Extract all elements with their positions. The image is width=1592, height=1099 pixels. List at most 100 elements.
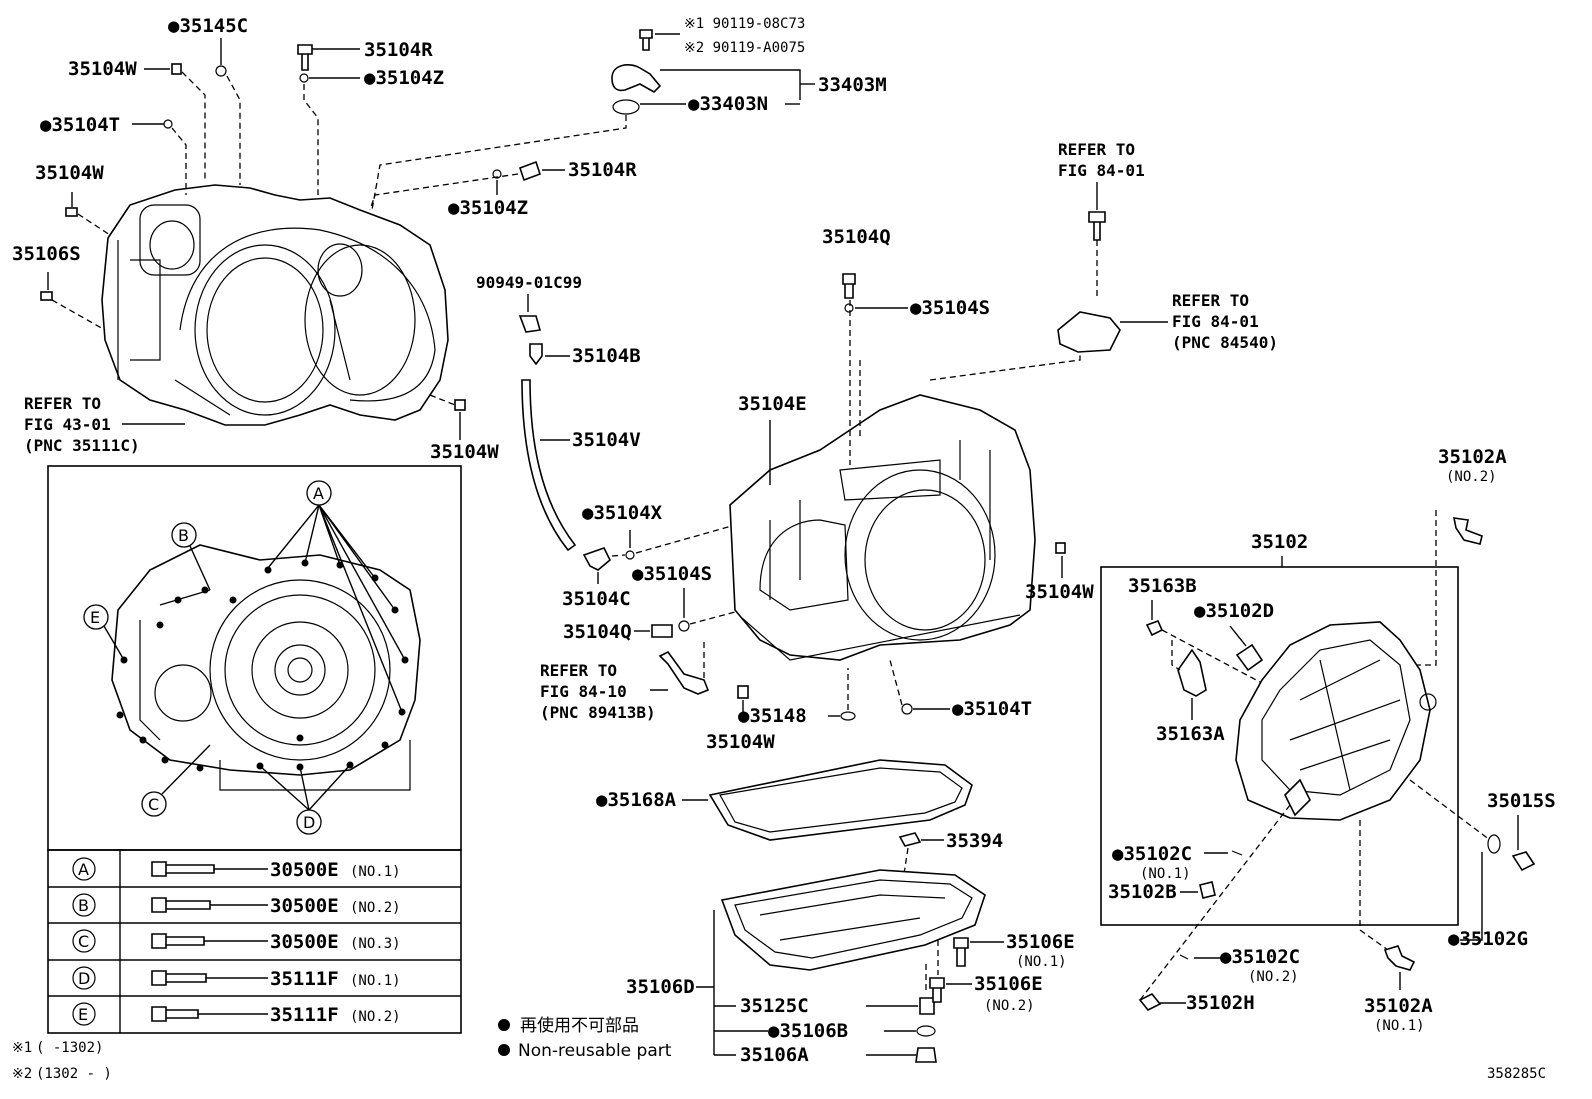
label-35106A: 35106A [740,1044,809,1066]
svg-text:※1: ※1 [12,1040,32,1056]
bolt-table-row-D: D 35111F (NO.1) [72,966,401,990]
label-35104T-b: ●35104T [952,698,1032,720]
ref-fig84-10-line3: (PNC 89413B) [540,703,656,722]
label-33403N: ●33403N [688,93,768,115]
label-35104T-a: ●35104T [40,114,120,136]
label-90119-08C73: ※1 90119-08C73 [684,16,805,32]
svg-text:C: C [148,795,159,814]
label-35106E-1: 35106E [1006,931,1075,953]
bolt-table-row-C: C 30500E (NO.3) [72,929,401,953]
ref-fig84-01b-line1: REFER TO [1172,291,1249,310]
svg-text:35111F: 35111F [270,968,339,990]
bolt-table-row-B: B 30500E (NO.2) [72,893,401,917]
ref-fig84-01b-line3: (PNC 84540) [1172,333,1278,352]
label-90949-01C99: 90949-01C99 [476,273,582,292]
svg-text:E: E [78,1005,88,1024]
label-35163B: 35163B [1128,575,1197,597]
svg-text:(1302 - ): (1302 - ) [36,1066,112,1082]
label-35102A-bot-note: (NO.1) [1374,1018,1425,1034]
case-callouts: 35104E 35104Q ●35104S 35104W REFER TO FI… [738,140,1278,603]
ref-fig43-line3: (PNC 35111C) [24,436,140,455]
bolt-location-inset: A B E C D [47,465,462,851]
svg-text:(NO.2): (NO.2) [350,900,401,916]
callout-B [171,522,197,548]
extension-housing-group: 35102 35102A (NO.2) 35163B 35163A ●35102… [1100,446,1556,1034]
label-35102C-2-note: (NO.2) [1248,969,1299,985]
transaxle-housing-drawing [101,184,449,426]
svg-text:35111F: 35111F [270,1004,339,1026]
center-hose-group: 90949-01C99 35104B 35104V ●35104X 35104C… [476,273,1032,753]
label-35104W-d: 35104W [1025,581,1094,603]
label-35104Z-a: ●35104Z [364,67,444,89]
label-35102C-1-note: (NO.1) [1140,866,1191,882]
label-35104X: ●35104X [582,502,663,524]
svg-text:B: B [78,896,89,915]
svg-text:A: A [78,860,89,879]
label-35102: 35102 [1251,531,1308,553]
label-35168A: ●35168A [596,789,677,811]
svg-text:30500E: 30500E [270,895,339,917]
callout-C [141,791,167,817]
svg-text:※2: ※2 [12,1066,32,1082]
ref-fig84-10-line2: FIG 84-10 [540,682,627,701]
svg-text:A: A [313,484,324,503]
label-35104Z-b: ●35104Z [448,197,528,219]
label-35015S: 35015S [1487,790,1556,812]
svg-text:E: E [90,608,100,627]
label-35104S-a: ●35104S [632,563,712,585]
label-35104W-e: 35104W [706,731,775,753]
bolt-table-row-E: E 35111F (NO.2) [72,1002,401,1026]
transmission-case-drawing [729,240,1098,661]
oil-pan-group: ●35168A 35394 35106D 35125C ●35106B 3510… [596,759,1075,1066]
ref-fig84-01a-line1: REFER TO [1058,140,1135,159]
label-35125C: 35125C [740,995,809,1017]
label-35102D: ●35102D [1194,600,1274,622]
svg-text:30500E: 30500E [270,931,339,953]
label-35106E-1-note: (NO.1) [1016,954,1067,970]
label-35104S-b: ●35104S [910,297,990,319]
label-35104E: 35104E [738,393,807,415]
bolt-table: A 30500E (NO.1) B 30500E (NO.2) C 30500E… [47,849,462,1034]
label-35104Q-a: 35104Q [563,621,632,643]
ref-fig84-01b-line2: FIG 84-01 [1172,312,1259,331]
diagram-id: 358285C [1487,1066,1546,1082]
label-35102B: 35102B [1108,881,1177,903]
label-35102C-2: ●35102C [1220,946,1300,968]
label-35104C: 35104C [562,588,631,610]
label-35102A-top: 35102A [1438,446,1507,468]
label-35106B: ●35106B [768,1020,848,1042]
svg-text:(NO.3): (NO.3) [350,936,401,952]
legend-en: Non-reusable part [518,1041,672,1061]
label-35104W-a: 35104W [68,58,137,80]
svg-text:30500E: 30500E [270,859,339,881]
footnotes: ※1 ( -1302) ※2 (1302 - ) 再使用不可部品 Non-reu… [12,1015,1546,1082]
svg-text:B: B [178,526,189,545]
label-35104V: 35104V [572,429,641,451]
legend-jp: 再使用不可部品 [520,1015,639,1036]
label-90119-A0075: ※2 90119-A0075 [684,40,805,56]
bolt-table-row-A: A 30500E (NO.1) [72,857,401,881]
label-35102H: 35102H [1186,992,1255,1014]
label-35163A: 35163A [1156,723,1225,745]
svg-text:(NO.1): (NO.1) [350,864,401,880]
label-35104W-c: 35104W [430,441,499,463]
label-35104R-a: 35104R [364,39,433,61]
label-35394: 35394 [946,830,1003,852]
label-35104W-b: 35104W [35,162,104,184]
ref-fig43-line1: REFER TO [24,394,101,413]
svg-text:D: D [303,813,315,832]
label-35104R-b: 35104R [568,159,637,181]
label-35102G: ●35102G [1448,928,1528,950]
label-35102C-1: ●35102C [1112,843,1192,865]
label-35104Q-b: 35104Q [822,226,891,248]
label-35106D: 35106D [626,976,695,998]
label-35145C: ●35145C [168,15,248,37]
label-35106E-2: 35106E [974,973,1043,995]
top-left-callouts: ●35145C 35104W 35104R ●35104Z ●35104T 35… [12,15,887,463]
label-35102A-bot: 35102A [1364,995,1433,1017]
label-35106S: 35106S [12,243,81,265]
svg-text:(NO.2): (NO.2) [350,1009,401,1025]
label-33403M: 33403M [818,74,887,96]
svg-text:(NO.1): (NO.1) [350,973,401,989]
